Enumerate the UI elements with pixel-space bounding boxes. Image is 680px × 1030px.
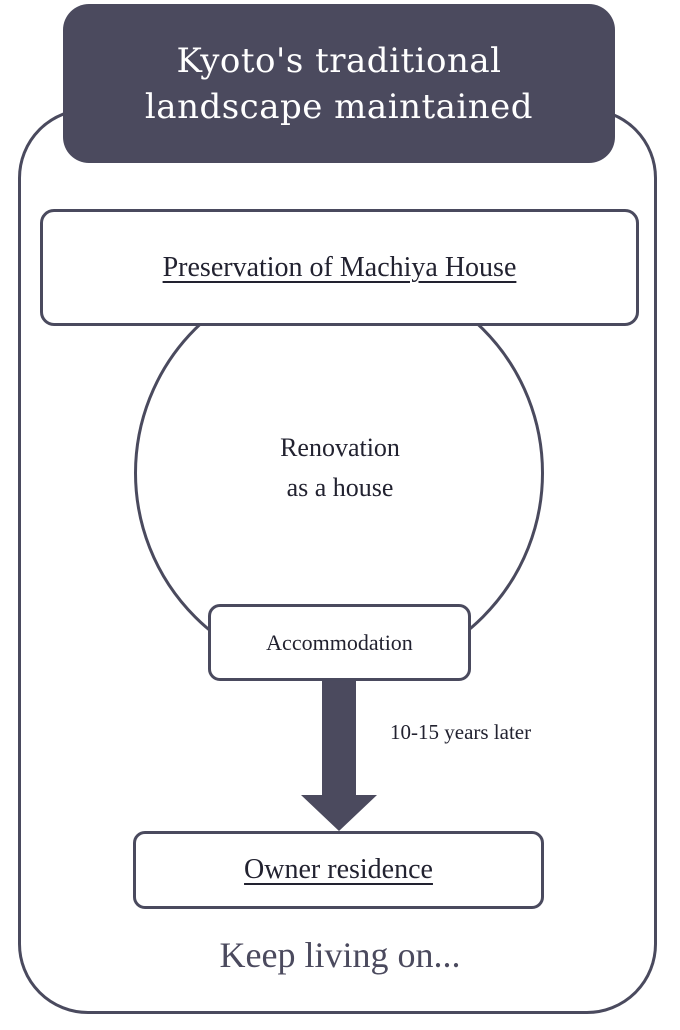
accommodation-label: Accommodation [266,629,413,655]
owner-label: Owner residence [244,854,433,885]
title-banner: Kyoto's traditional landscape maintained [63,4,615,163]
owner-box: Owner residence [133,831,544,909]
preservation-label: Preservation of Machiya House [162,251,517,283]
renovation-text: Renovation as a house [280,433,400,502]
transition-label: 10-15 years later [390,720,532,744]
down-arrow [301,681,377,831]
title-text: Kyoto's traditional landscape maintained [144,40,534,127]
footer-text: Keep living on... [219,935,461,975]
preservation-box: Preservation of Machiya House [40,209,639,326]
accommodation-box: Accommodation [208,604,471,681]
down-arrow-shape [301,681,377,831]
